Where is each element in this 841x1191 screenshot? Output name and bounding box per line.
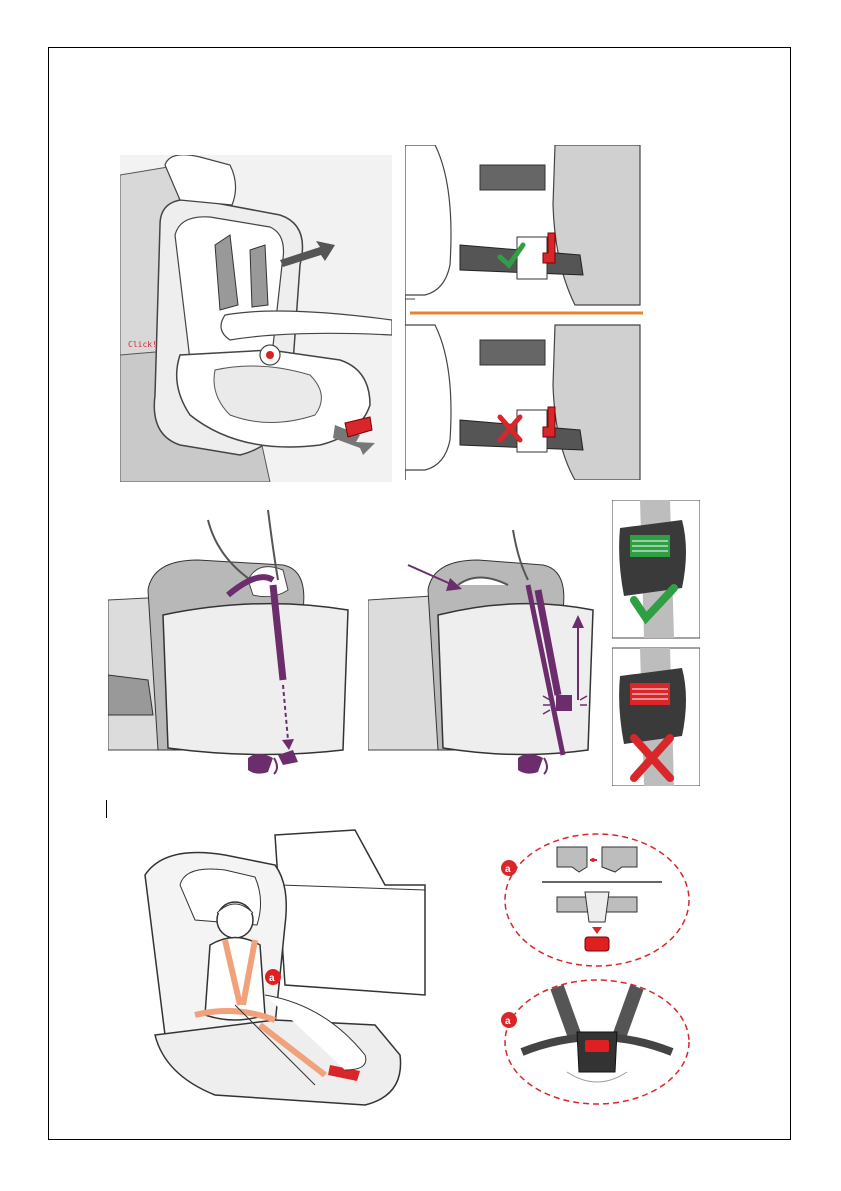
detail-top-label-a: a <box>505 864 511 875</box>
buckle-detail-illustration: a a <box>497 822 694 1112</box>
tether-indicator-check <box>612 500 700 786</box>
callout-label-a: a <box>269 973 275 984</box>
top-tether-attach-illustration <box>108 500 363 780</box>
child-harness-drawing: a <box>125 825 435 1125</box>
detail-bottom-label-a: a <box>505 1016 511 1027</box>
seat-latch-illustration: Click! <box>120 155 392 482</box>
tether-tighten-drawing <box>368 500 602 780</box>
latch-position-check <box>405 145 650 480</box>
buckle-icon <box>585 937 609 951</box>
latch-check-drawing <box>405 145 650 480</box>
buckle-detail-drawing: a a <box>497 822 694 1112</box>
click-sound-label: Click! <box>128 340 157 349</box>
seat-latch-drawing: Click! <box>120 155 392 482</box>
child-harness-illustration: a <box>125 825 435 1125</box>
tether-tighten-illustration <box>368 500 602 780</box>
section-marker <box>106 800 107 818</box>
tether-attach-drawing <box>108 500 363 780</box>
indicator-drawing <box>612 500 700 786</box>
